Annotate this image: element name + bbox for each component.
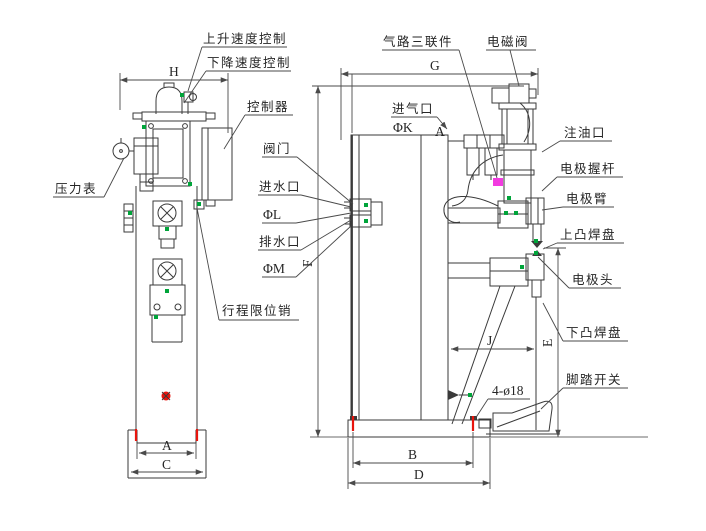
callout-electrode-arm: 电极臂 [566, 191, 608, 206]
callout-fall-speed-control: 下降速度控制 [207, 55, 291, 70]
callout-valve: 阀门 [263, 141, 291, 156]
solenoid-valve-drawing [491, 83, 537, 104]
pressure-gauge-drawing [112, 138, 134, 160]
green-markers [128, 93, 538, 397]
callout-phi-l: ΦL [263, 207, 281, 222]
callout-water-outlet: 排水口 [259, 234, 301, 249]
label-port-a: A [435, 124, 445, 139]
speed-control-unit [183, 91, 197, 114]
foot-switch-drawing [478, 400, 560, 435]
callout-oil-fill-port: 注油口 [564, 125, 606, 140]
callout-hole-note: 4-ø18 [492, 383, 524, 398]
callout-controller: 控制器 [247, 99, 289, 114]
dim-label-E: E [540, 339, 555, 347]
labels: 上升速度控制 下降速度控制 控制器 压力表 阀门 进水口 ΦL 排水口 ΦM 行… [55, 31, 622, 482]
filter-regulator [133, 137, 159, 192]
side-bracket [123, 203, 134, 233]
air-cylinder-front [145, 120, 191, 187]
dimension-lines [119, 68, 566, 489]
front-view [112, 82, 233, 479]
callout-foot-switch: 脚踏开关 [566, 372, 622, 387]
callout-electrode-tip: 电极头 [572, 272, 614, 287]
callout-pressure-gauge: 压力表 [55, 181, 97, 196]
callout-air-inlet: 进气口 [392, 101, 434, 116]
controller-box [201, 127, 233, 207]
callout-upper-projection-pad: 上凸焊盘 [560, 227, 616, 242]
callout-rise-speed-control: 上升速度控制 [203, 31, 287, 46]
sensor [448, 390, 468, 400]
air-cylinder-side [451, 102, 537, 207]
dim-label-F: F [300, 259, 315, 267]
dim-label-B: B [408, 447, 417, 462]
cylinder-dome [155, 86, 183, 114]
dim-label-D: D [414, 467, 424, 482]
machine-column [350, 134, 449, 421]
label-phi-k: ΦK [393, 120, 413, 135]
callout-lower-projection-pad: 下凸焊盘 [566, 325, 622, 340]
leader-lines [53, 46, 628, 420]
callout-air-triple-unit: 气路三联件 [383, 34, 453, 49]
callout-solenoid-valve: 电磁阀 [487, 34, 529, 49]
callout-water-inlet: 进水口 [259, 179, 301, 194]
callout-phi-m: ΦM [263, 261, 285, 276]
magenta-marker [493, 178, 503, 186]
dim-label-G: G [430, 58, 440, 73]
electrode-assembly [443, 195, 545, 430]
linkage-mechanism [149, 200, 186, 343]
base-plate [347, 419, 491, 438]
dim-label-J: J [487, 333, 492, 348]
dim-label-H: H [169, 64, 179, 79]
callout-electrode-grip-rod: 电极握杆 [560, 161, 616, 176]
callout-stroke-limit-pin: 行程限位销 [222, 303, 292, 318]
red-tick-markers [134, 416, 475, 441]
stroke-limit-pin-part [193, 199, 205, 210]
dim-label-A: A [162, 438, 172, 453]
dim-label-C: C [162, 457, 171, 472]
